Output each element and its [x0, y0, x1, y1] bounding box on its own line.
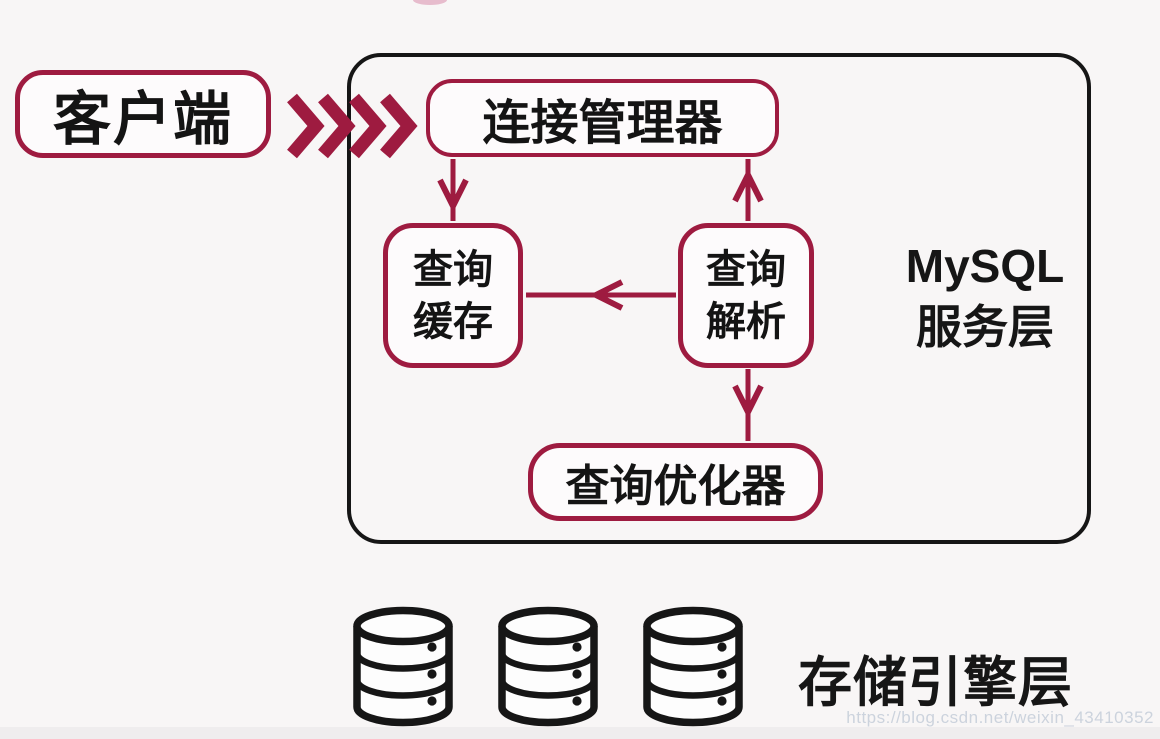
service-layer-title-line2: 服务层 — [916, 300, 1054, 353]
client-node: 客户端 — [15, 70, 271, 158]
query-optimizer-label: 查询优化器 — [565, 462, 786, 511]
query-parser-line2: 解析 — [706, 299, 786, 344]
database-icon — [353, 606, 453, 727]
storage-engine-databases — [348, 606, 750, 727]
database-icon — [498, 606, 598, 727]
service-layer-title-line1: MySQL — [905, 240, 1065, 292]
query-cache-line2: 缓存 — [413, 299, 493, 344]
query-cache-label: 查询 缓存 — [413, 244, 493, 348]
query-parser-label: 查询 解析 — [706, 244, 786, 348]
storage-layer-title: 存储引擎层 — [798, 653, 1073, 713]
query-cache-node: 查询 缓存 — [383, 223, 523, 368]
database-icon — [643, 606, 743, 727]
connection-manager-label: 连接管理器 — [482, 97, 723, 150]
connection-manager-node: 连接管理器 — [426, 79, 779, 157]
mysql-service-layer-box — [347, 53, 1091, 544]
csdn-watermark: https://blog.csdn.net/weixin_43410352 — [846, 708, 1154, 727]
service-layer-title: MySQL 服务层 — [868, 236, 1102, 357]
query-parser-node: 查询 解析 — [678, 223, 814, 368]
query-parser-line1: 查询 — [706, 247, 786, 292]
bottom-band — [0, 727, 1160, 739]
client-label: 客户端 — [52, 87, 233, 152]
cropped-top-shape — [413, 0, 447, 5]
query-cache-line1: 查询 — [413, 247, 493, 292]
query-optimizer-node: 查询优化器 — [528, 443, 823, 521]
